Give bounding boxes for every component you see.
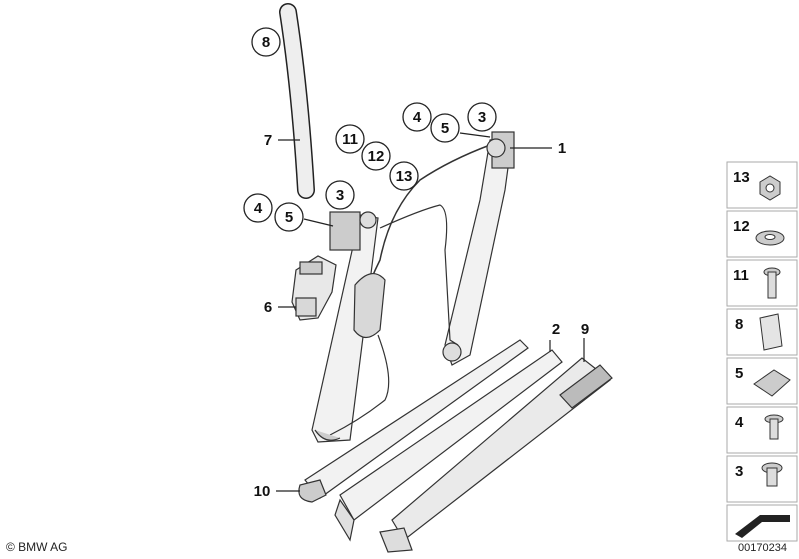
callout-13: 13: [396, 168, 413, 185]
side-part-13: 13: [733, 169, 750, 186]
side-parts-legend: [726, 161, 798, 542]
callout-4-left: 4: [254, 200, 263, 217]
seal-strip-part: [279, 3, 315, 199]
callout-7: 7: [264, 132, 272, 149]
clip-nut-icon: [753, 369, 791, 397]
washer-icon: [755, 230, 785, 246]
callout-11: 11: [342, 131, 358, 148]
callout-circles: [243, 27, 497, 232]
flange-bolt-icon: [761, 462, 783, 487]
copyright: © BMW AG: [6, 540, 68, 554]
clip-icon: [759, 313, 783, 351]
window-motor-part: [291, 255, 337, 321]
side-part-3: 3: [735, 463, 743, 480]
callout-5-left: 5: [285, 209, 293, 226]
callout-12: 12: [368, 148, 385, 165]
callout-4-top: 4: [413, 109, 422, 126]
side-part-12: 12: [733, 218, 750, 235]
callout-2: 2: [552, 321, 560, 338]
leader-lines: [276, 132, 585, 492]
arrow-icon: [735, 515, 790, 538]
diagram-id: 00170234: [738, 542, 787, 554]
side-part-5: 5: [735, 365, 743, 382]
callout-8: 8: [262, 34, 270, 51]
trim-part-2: [334, 349, 563, 542]
side-part-11: 11: [733, 267, 749, 284]
bolt-icon: [763, 267, 781, 299]
trim-part-9: [379, 357, 613, 553]
callout-3-top: 3: [478, 109, 486, 126]
callout-6: 6: [264, 299, 272, 316]
window-regulator-part: [311, 131, 515, 443]
side-part-8: 8: [735, 316, 743, 333]
callout-1: 1: [558, 140, 566, 157]
side-part-4: 4: [735, 414, 744, 431]
callout-10: 10: [254, 483, 271, 500]
seal-part-10: [298, 339, 529, 503]
callout-5-top: 5: [441, 120, 449, 137]
callout-9: 9: [581, 321, 589, 338]
callout-3-left: 3: [336, 187, 344, 204]
screw-icon: [764, 414, 784, 440]
nut-icon: [759, 175, 781, 201]
